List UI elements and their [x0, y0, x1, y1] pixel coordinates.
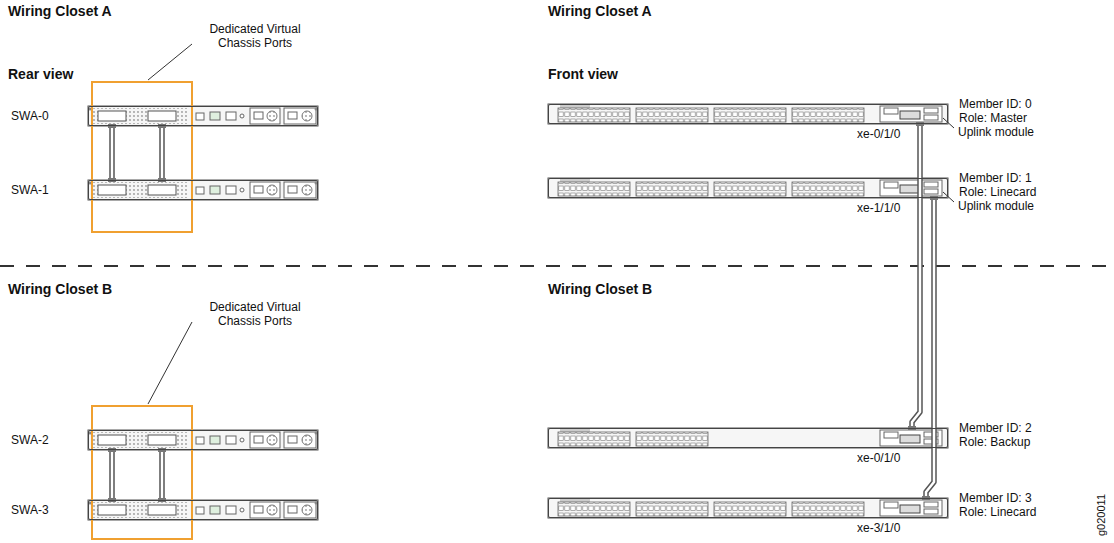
closet-title: Wiring Closet A [548, 3, 652, 20]
port-callout: Dedicated Virtual Chassis Ports [194, 22, 316, 50]
closet-title: Wiring Closet B [8, 281, 112, 298]
figure-id: g020011 [1094, 494, 1108, 536]
module-callout: Uplink module [958, 199, 1034, 213]
switch-rear: SWA-1 [88, 180, 318, 200]
view-title: Front view [548, 66, 618, 83]
cable [922, 196, 938, 500]
cable [908, 122, 924, 430]
cable-core [926, 198, 934, 498]
member-role: Member ID: 0 Role: Master [959, 97, 1055, 125]
port-name: xe-0/1/0 [857, 127, 900, 141]
cable-plug [158, 448, 166, 452]
cable-core [161, 450, 164, 500]
switch-name: SWA-2 [11, 433, 49, 447]
cable [108, 448, 116, 502]
cable-outline [912, 124, 920, 428]
closet-title: Wiring Closet A [8, 3, 112, 20]
switch-front: xe-0/1/0Member ID: 2 Role: Backup [548, 428, 948, 448]
closet-title: Wiring Closet B [548, 281, 652, 298]
switch-front: xe-0/1/0Member ID: 0 Role: Master [548, 104, 948, 124]
switch-rear: SWA-3 [88, 500, 318, 520]
cable-core [111, 126, 114, 180]
view-title: Rear view [8, 66, 73, 83]
cable [158, 124, 166, 182]
cable-outline [926, 198, 934, 498]
switch-front: xe-1/1/0Member ID: 1 Role: Linecard [548, 178, 948, 198]
module-callout: Uplink module [958, 125, 1034, 139]
member-role: Member ID: 1 Role: Linecard [959, 171, 1055, 199]
switch-name: SWA-3 [11, 503, 49, 517]
cable-outline [109, 126, 115, 180]
port-name: xe-1/1/0 [857, 201, 900, 215]
cable-plug [158, 124, 166, 128]
member-role: Member ID: 3 Role: Linecard [959, 491, 1055, 519]
switch-front: xe-3/1/0Member ID: 3 Role: Linecard [548, 498, 948, 518]
cable-plug [930, 196, 938, 200]
switch-rear: SWA-2 [88, 430, 318, 450]
port-name: xe-0/1/0 [857, 451, 900, 465]
port-callout: Dedicated Virtual Chassis Ports [194, 300, 316, 328]
port-name: xe-3/1/0 [857, 521, 900, 535]
member-role: Member ID: 2 Role: Backup [959, 421, 1055, 449]
switch-rear: SWA-0 [88, 106, 318, 126]
cable [108, 124, 116, 182]
switch-name: SWA-0 [11, 109, 49, 123]
cable-plug [108, 448, 116, 452]
cable-plug [916, 122, 924, 126]
switch-name: SWA-1 [11, 183, 49, 197]
cable-outline [109, 450, 115, 500]
cable-plug [108, 124, 116, 128]
cable-outline [159, 450, 165, 500]
cable-outline [159, 126, 165, 180]
cable [158, 448, 166, 502]
cable-core [161, 126, 164, 180]
cable-core [912, 124, 920, 428]
cable-core [111, 450, 114, 500]
